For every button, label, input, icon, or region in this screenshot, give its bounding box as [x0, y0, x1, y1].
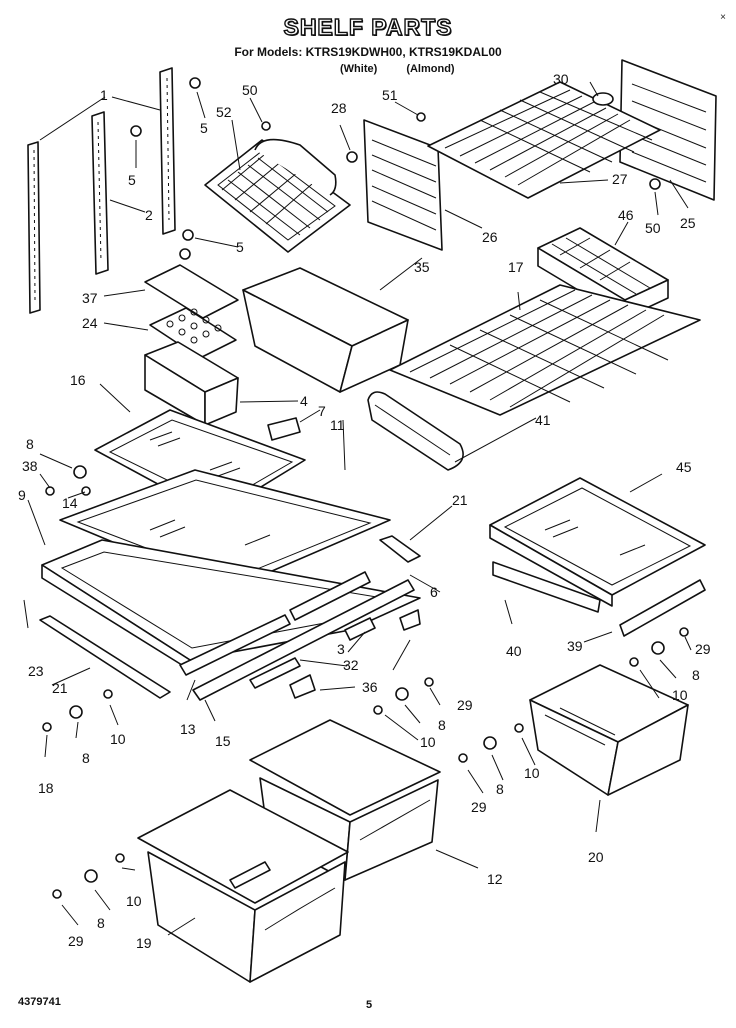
- callout-16: 16: [70, 372, 86, 388]
- color-variants: (White) (Almond): [340, 63, 481, 75]
- part-21-slide-rails: [39, 535, 421, 699]
- callout-50-top: 50: [242, 82, 258, 98]
- callout-18: 18: [38, 780, 54, 796]
- part-1-shelf-rail: [27, 67, 176, 314]
- callout-3: 3: [337, 641, 345, 657]
- part-13-15-trim-strips: [179, 579, 415, 701]
- callout-20: 20: [588, 849, 604, 865]
- callout-4: 4: [300, 393, 308, 409]
- callout-8-right-top: 8: [692, 667, 700, 683]
- callout-29-right-top: 29: [695, 641, 711, 657]
- callout-13: 13: [180, 721, 196, 737]
- callout-21-right: 21: [452, 492, 468, 508]
- callout-5-low: 5: [236, 239, 244, 255]
- callout-27: 27: [612, 171, 628, 187]
- callout-8-left-mid: 8: [82, 750, 90, 766]
- callout-5-mid: 5: [128, 172, 136, 188]
- document-number: 4379741: [18, 996, 61, 1008]
- callout-26: 26: [482, 229, 498, 245]
- callout-29-right-low: 29: [471, 799, 487, 815]
- callout-15: 15: [215, 733, 231, 749]
- corner-mark: ×: [720, 12, 726, 23]
- leader-lines: [23, 81, 692, 936]
- part-52-wire-basket: [204, 138, 351, 253]
- callout-52: 52: [216, 104, 232, 120]
- callout-46: 46: [618, 207, 634, 223]
- variant-almond: (Almond): [406, 63, 455, 75]
- callout-29-bottom: 29: [68, 933, 84, 949]
- callout-29-mid: 29: [457, 697, 473, 713]
- page-title: SHELF PARTS: [283, 13, 453, 40]
- callout-11: 11: [330, 417, 345, 433]
- part-28-51-50-fasteners: [261, 112, 661, 190]
- part-7-clip: [267, 417, 301, 441]
- callout-6: 6: [430, 584, 438, 600]
- callout-numbers: 1 2 5 5 5 50 52 28 51 30 27 50 25 26 46 …: [18, 71, 711, 951]
- callout-2: 2: [145, 207, 153, 223]
- part-30-clip: [592, 92, 614, 106]
- callout-37: 37: [82, 290, 98, 306]
- callout-23: 23: [28, 663, 44, 679]
- callout-50-right: 50: [645, 220, 661, 236]
- callout-21-left: 21: [52, 680, 68, 696]
- callout-8-mid: 8: [438, 717, 446, 733]
- part-8-10-29-washers-right: [52, 627, 689, 899]
- part-45-glass-shelf: [489, 477, 706, 607]
- models-line: For Models: KTRS19KDWH00, KTRS19KDAL00: [234, 45, 502, 59]
- part-35-deli-drawer: [242, 267, 409, 393]
- callout-17: 17: [508, 259, 524, 275]
- callout-10-bottom: 10: [126, 893, 142, 909]
- part-41-channel: [367, 391, 464, 471]
- part-8-10-washers-left: [42, 465, 113, 732]
- part-40-39-rails: [492, 561, 706, 637]
- callout-38: 38: [22, 458, 38, 474]
- callout-24: 24: [82, 315, 98, 331]
- part-17-wire-shelf: [389, 284, 701, 416]
- callout-8-left-top: 8: [26, 436, 34, 452]
- part-20-crisper-drawer: [529, 664, 689, 796]
- callout-14: 14: [62, 495, 78, 511]
- part-4-dairy-bin: [144, 341, 239, 426]
- callout-5-top: 5: [200, 120, 208, 136]
- callout-25: 25: [680, 215, 696, 231]
- callout-35: 35: [414, 259, 430, 275]
- callout-36: 36: [362, 679, 378, 695]
- callout-12: 12: [487, 871, 503, 887]
- callout-28: 28: [331, 100, 347, 116]
- part-5-screws: [130, 77, 201, 260]
- callout-8-right-low: 8: [496, 781, 504, 797]
- part-2-center-rail: [91, 111, 109, 275]
- callout-8-bottom: 8: [97, 915, 105, 931]
- callout-9: 9: [18, 487, 26, 503]
- callout-10-left: 10: [110, 731, 126, 747]
- callout-19: 19: [136, 935, 152, 951]
- callout-41: 41: [535, 412, 551, 428]
- part-19-crisper-drawer: [137, 789, 349, 983]
- part-27-wire-shelf: [427, 81, 661, 199]
- callout-39: 39: [567, 638, 583, 654]
- callout-30: 30: [553, 71, 569, 87]
- callout-45: 45: [676, 459, 692, 475]
- callout-51: 51: [382, 87, 398, 103]
- callout-7: 7: [318, 403, 326, 419]
- page-number: 5: [366, 999, 373, 1011]
- part-37-dairy-cover: [144, 264, 239, 319]
- part-26-shelf-bracket: [363, 119, 443, 251]
- callout-32: 32: [343, 657, 359, 673]
- callout-1: 1: [100, 87, 108, 103]
- callout-10-right-top: 10: [672, 687, 688, 703]
- callout-40: 40: [506, 643, 522, 659]
- part-3-32-36-6-clips: [249, 571, 421, 699]
- callout-10-right-low: 10: [524, 765, 540, 781]
- variant-white: (White): [340, 63, 378, 75]
- callout-10-mid: 10: [420, 734, 436, 750]
